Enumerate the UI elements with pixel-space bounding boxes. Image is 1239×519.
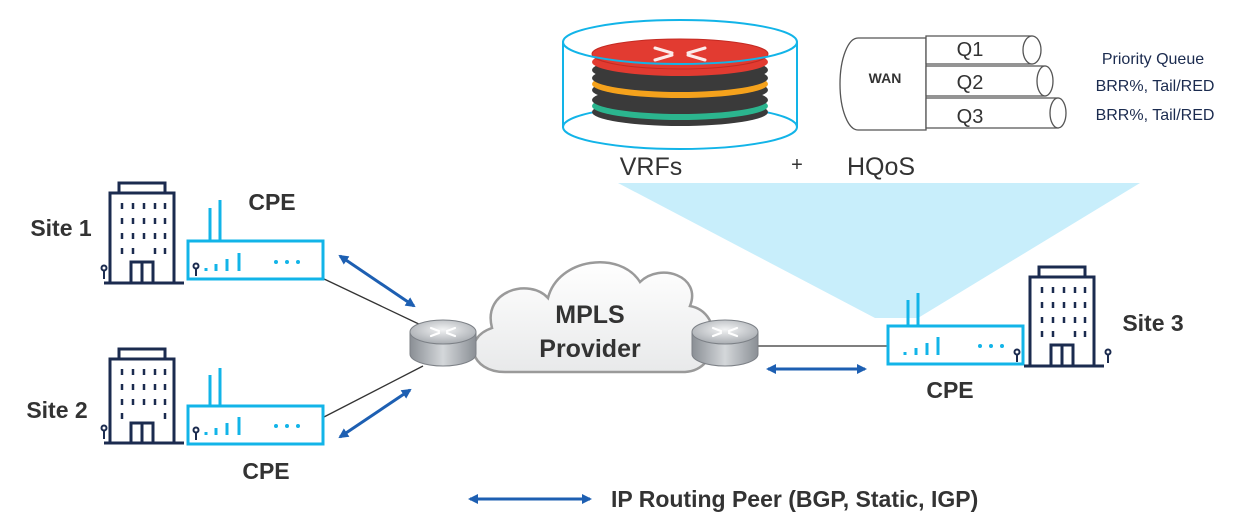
pe-router-left-icon: [409, 319, 477, 367]
queue-policy-1: Priority Queue: [1102, 51, 1204, 68]
pe-router-right-icon: [691, 319, 759, 367]
site2-building-icon: [100, 347, 184, 445]
site1-label: Site 1: [30, 215, 92, 241]
queue-policy-3: BRR%, Tail/RED: [1096, 107, 1215, 124]
cloud-label-line2: Provider: [539, 335, 641, 363]
cloud-label-line1: MPLS: [555, 301, 624, 329]
peer-arrow-site2: [338, 388, 412, 439]
mpls-cloud: [472, 261, 716, 374]
peer-arrow-site1: [338, 254, 416, 308]
site2-cpe-icon: [186, 368, 325, 446]
hqos-callout-cone: [618, 183, 1140, 318]
hqos-label: HQoS: [847, 153, 915, 181]
site3-label: Site 3: [1122, 310, 1183, 336]
site1-cpe-label: CPE: [248, 189, 295, 215]
queue-label-1: Q1: [957, 39, 984, 61]
site2-label: Site 2: [26, 397, 87, 423]
site3-cpe-label: CPE: [926, 377, 973, 403]
hqos-queue-icon: [839, 35, 1067, 131]
legend-label: IP Routing Peer (BGP, Static, IGP): [611, 486, 978, 512]
site3-building-icon: [1024, 265, 1112, 368]
site2-cpe-label: CPE: [242, 458, 289, 484]
queue-label-3: Q3: [957, 106, 984, 128]
wan-label: WAN: [869, 70, 902, 86]
queue-policy-2: BRR%, Tail/RED: [1096, 78, 1215, 95]
vrfs-label: VRFs: [620, 153, 683, 181]
vrf-stack-icon: [562, 19, 798, 150]
site3-cpe-icon: [886, 293, 1025, 366]
queue-label-2: Q2: [957, 72, 984, 94]
site1-cpe-icon: [186, 200, 325, 281]
plus-sign: +: [791, 154, 803, 176]
site1-building-icon: [100, 181, 184, 285]
